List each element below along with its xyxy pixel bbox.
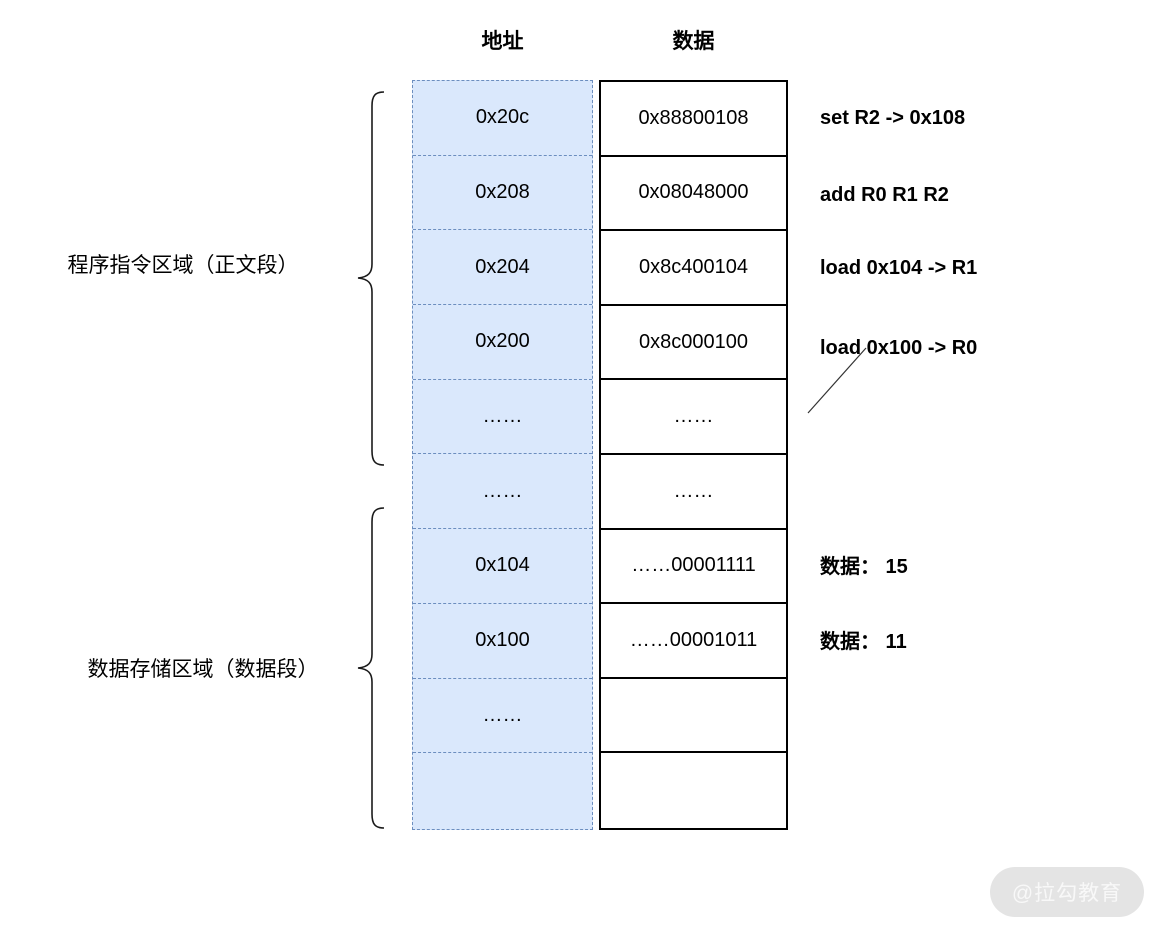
watermark-badge: @拉勾教育 [990,867,1144,917]
data-cell: 0x8c400104 [601,231,786,306]
annotation-instruction: load 0x104 -> R1 [820,257,978,279]
address-cell: 0x104 [413,529,592,604]
data-cell: ……00001011 [601,604,786,679]
data-cell [601,753,786,828]
data-cell: 0x88800108 [601,82,786,157]
data-column-header: 数据 [672,30,715,53]
annotation-data-value: 数据： 11 [820,631,907,653]
annotation-instruction: load 0x100 -> R0 [820,337,978,359]
data-cell [601,679,786,754]
annotation-instruction: add R0 R1 R2 [820,184,949,206]
data-column: 0x88800108 0x08048000 0x8c400104 0x8c000… [599,80,788,830]
address-cell: 0x200 [413,305,592,380]
address-cell: …… [413,380,592,455]
address-cell: 0x100 [413,604,592,679]
text-segment-brace [357,91,385,466]
data-cell: 0x8c000100 [601,306,786,381]
data-cell: …… [601,380,786,455]
address-column-header: 地址 [481,30,524,53]
watermark-text: @拉勾教育 [1011,882,1123,905]
address-cell: 0x208 [413,156,592,231]
data-cell: 0x08048000 [601,157,786,232]
address-column: 0x20c 0x208 0x204 0x200 …… …… 0x104 0x10… [412,80,593,830]
address-cell: …… [413,454,592,530]
data-cell: ……00001111 [601,530,786,605]
data-segment-label: 数据存储区域（数据段） [87,658,319,681]
address-cell: 0x20c [413,81,592,156]
address-cell [413,753,592,828]
data-segment-brace [357,507,385,829]
address-cell: 0x204 [413,230,592,306]
text-segment-label: 程序指令区域（正文段） [67,254,299,277]
address-cell: …… [413,679,592,754]
data-cell: …… [601,455,786,530]
annotation-instruction: set R2 -> 0x108 [820,107,966,129]
annotation-data-value: 数据： 15 [820,556,908,578]
